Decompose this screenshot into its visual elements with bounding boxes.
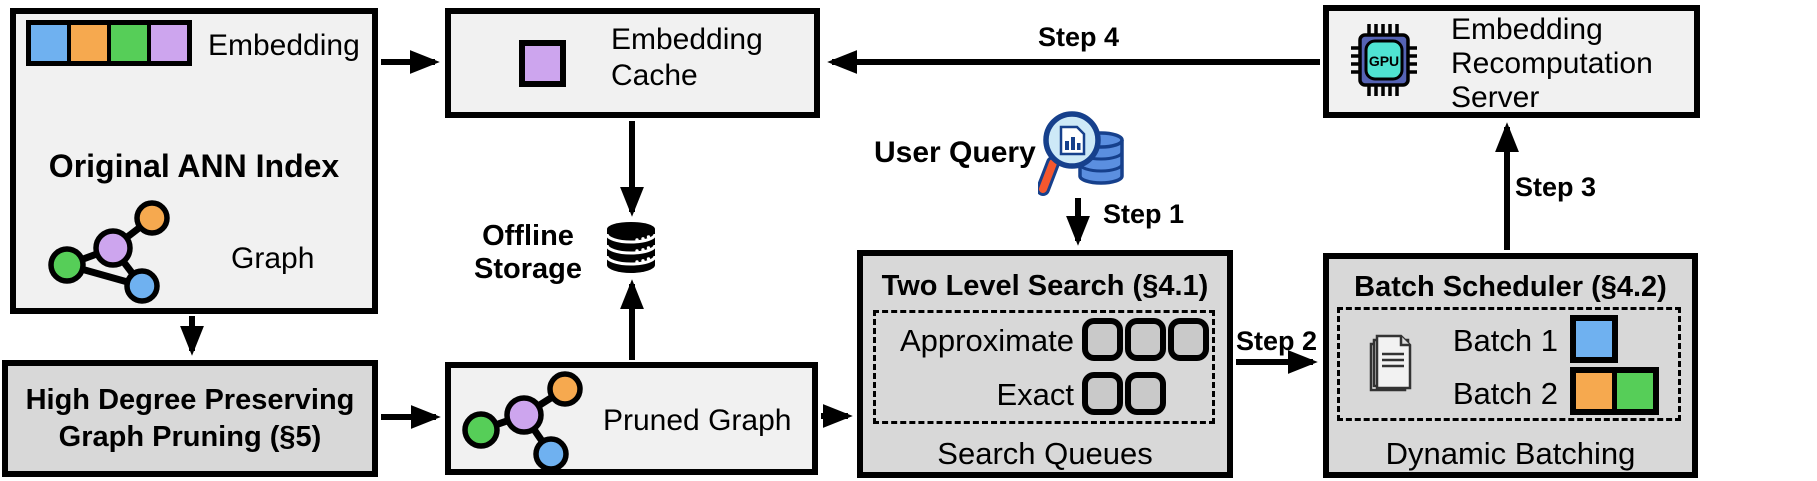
embedding-cache-box: Embedding Cache [445,8,820,118]
approximate-queue-slots [1082,318,1209,361]
server-line3: Server [1451,81,1540,114]
graph-node-green [462,411,500,449]
query-magnifier-database-icon [1038,111,1124,196]
offline-storage-line1: Offline [482,220,574,252]
search-queues-dashed-box: Approximate Exact [873,310,1215,424]
graph-node-orange [547,371,583,407]
queue-slot [1082,372,1123,415]
database-storage-icon [605,222,657,273]
offline-storage-line2: Storage [474,253,582,285]
batch2-squares [1570,367,1659,415]
recomputation-server-label: Embedding Recomputation Server [1451,13,1653,115]
batch2-square-orange [1576,373,1612,409]
original-index-title: Original ANN Index [48,148,340,184]
dynamic-batching-dashed-box: Batch 1 Batch 2 [1337,307,1681,421]
graph-pruning-line2: Graph Pruning (§5) [58,420,322,453]
embedding-cache-line2: Cache [611,59,698,92]
batch-scheduler-title: Batch Scheduler (§4.2) [1354,271,1667,303]
queue-slot [1125,318,1166,361]
step3-label: Step 3 [1515,172,1597,202]
pruned-graph-icon [462,371,583,472]
two-level-search-box: Two Level Search (§4.1) Approximate Exac… [857,250,1233,478]
search-queues-caption: Search Queues [937,436,1153,471]
queue-slot [1082,318,1123,361]
pruned-graph-label: Pruned Graph [603,404,792,437]
embedding-cell-orange [71,25,107,61]
embedding-cell-blue [31,25,67,61]
exact-label: Exact [996,377,1074,412]
recomputation-server-box: GPU Embedding Recomputation Server [1323,5,1700,118]
graph-label: Graph [231,242,315,275]
dynamic-batching-caption: Dynamic Batching [1385,436,1636,471]
embedding-label: Embedding [208,29,360,62]
step1-label: Step 1 [1103,199,1185,229]
graph-node-blue [533,436,569,472]
cached-embedding-square [519,40,566,87]
graph-pruning-line1: High Degree Preserving [25,383,355,416]
server-line2: Recomputation [1451,47,1653,80]
graph-node-orange [134,200,170,236]
ann-graph-icon [48,200,170,304]
exact-queue-slots [1082,372,1166,415]
gpu-text: GPU [1369,53,1399,69]
graph-node-green [48,246,86,284]
batch-scheduler-box: Batch Scheduler (§4.2) Batch 1 Batch 2 [1323,253,1698,478]
pruned-graph-box: Pruned Graph [445,362,818,475]
embedding-cell-purple [151,25,187,61]
graph-node-blue [124,268,160,304]
graph-pruning-title: High Degree Preserving Graph Pruning (§5… [8,382,372,456]
gpu-chip-icon: GPU [1351,24,1417,96]
queue-slot [1168,318,1209,361]
step4-label: Step 4 [1038,22,1120,52]
embedding-vector-strip [26,20,192,66]
graph-node-purple [93,228,133,268]
documents-stack-icon [1369,334,1412,392]
embedding-cache-label: Embedding Cache [611,22,763,94]
embedding-cell-green [111,25,147,61]
original-ann-index-box: Embedding Original ANN Index Graph [10,8,378,314]
user-query-label: User Query [874,136,1036,169]
graph-node-purple [504,395,544,435]
server-line1: Embedding [1451,13,1603,46]
step2-label: Step 2 [1236,326,1318,356]
graph-pruning-box: High Degree Preserving Graph Pruning (§5… [2,360,378,477]
approximate-label: Approximate [899,323,1074,358]
batch2-label: Batch 2 [1452,376,1558,411]
batch1-square-blue [1570,315,1618,363]
batch1-label: Batch 1 [1452,323,1558,358]
embedding-cache-line1: Embedding [611,23,763,56]
two-level-search-title: Two Level Search (§4.1) [881,270,1209,302]
offline-storage-label: Offline Storage [462,220,594,286]
queue-slot [1125,372,1166,415]
query-magnifier [1038,111,1101,196]
batch2-square-green [1617,373,1653,409]
